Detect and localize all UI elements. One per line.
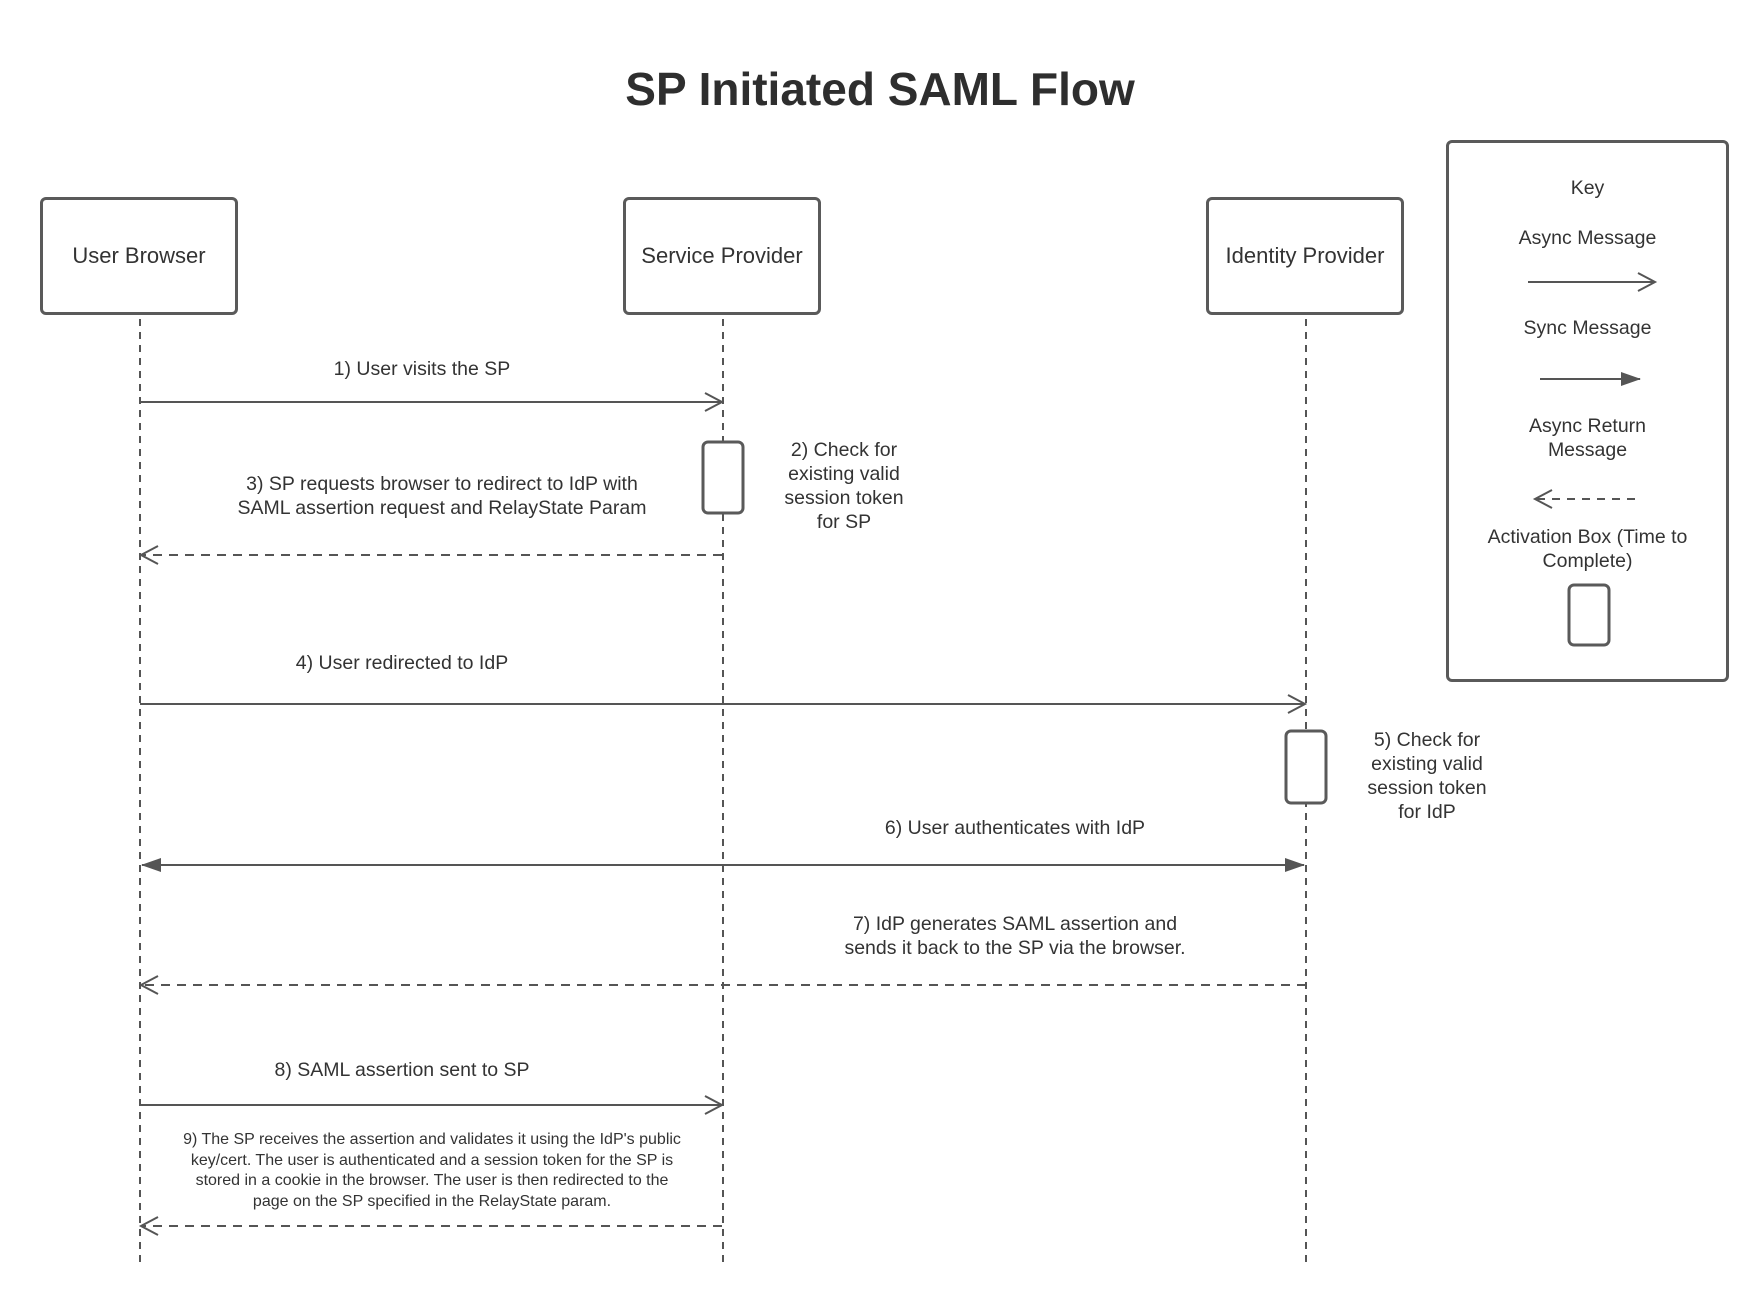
legend-sync-label: Sync Message	[1523, 317, 1652, 339]
actor-service-provider: Service Provider	[623, 197, 821, 315]
message-7-label: 7) IdP generates SAML assertion and send…	[844, 913, 1186, 959]
diagram-title: SP Initiated SAML Flow	[625, 63, 1135, 115]
message-5-label: 5) Check for existing valid session toke…	[1367, 729, 1487, 823]
message-6-label: 6) User authenticates with IdP	[884, 817, 1146, 839]
activation-box-sp	[701, 440, 745, 515]
message-8-label: 8) SAML assertion sent to SP	[274, 1059, 530, 1081]
legend-title: Key	[1570, 177, 1605, 199]
message-9-label: 9) The SP receives the assertion and val…	[183, 1131, 681, 1210]
legend-activation-label: Activation Box (Time to Complete)	[1487, 526, 1688, 572]
legend-async-label: Async Message	[1518, 227, 1657, 249]
actor-label: User Browser	[72, 243, 206, 268]
activation-box-idp	[1284, 729, 1328, 805]
message-3-label: 3) SP requests browser to redirect to Id…	[237, 473, 647, 519]
legend-key-box	[1446, 140, 1729, 682]
message-1-label: 1) User visits the SP	[333, 358, 511, 380]
actor-label: Identity Provider	[1225, 243, 1385, 268]
actor-identity-provider: Identity Provider	[1206, 197, 1404, 315]
legend-async-return-label: Async Return Message	[1528, 415, 1647, 461]
message-4-label: 4) User redirected to IdP	[295, 652, 509, 674]
actor-label: Service Provider	[641, 243, 803, 268]
key-activation-box	[1567, 583, 1611, 647]
message-2-label: 2) Check for existing valid session toke…	[784, 439, 904, 533]
actor-user-browser: User Browser	[40, 197, 238, 315]
